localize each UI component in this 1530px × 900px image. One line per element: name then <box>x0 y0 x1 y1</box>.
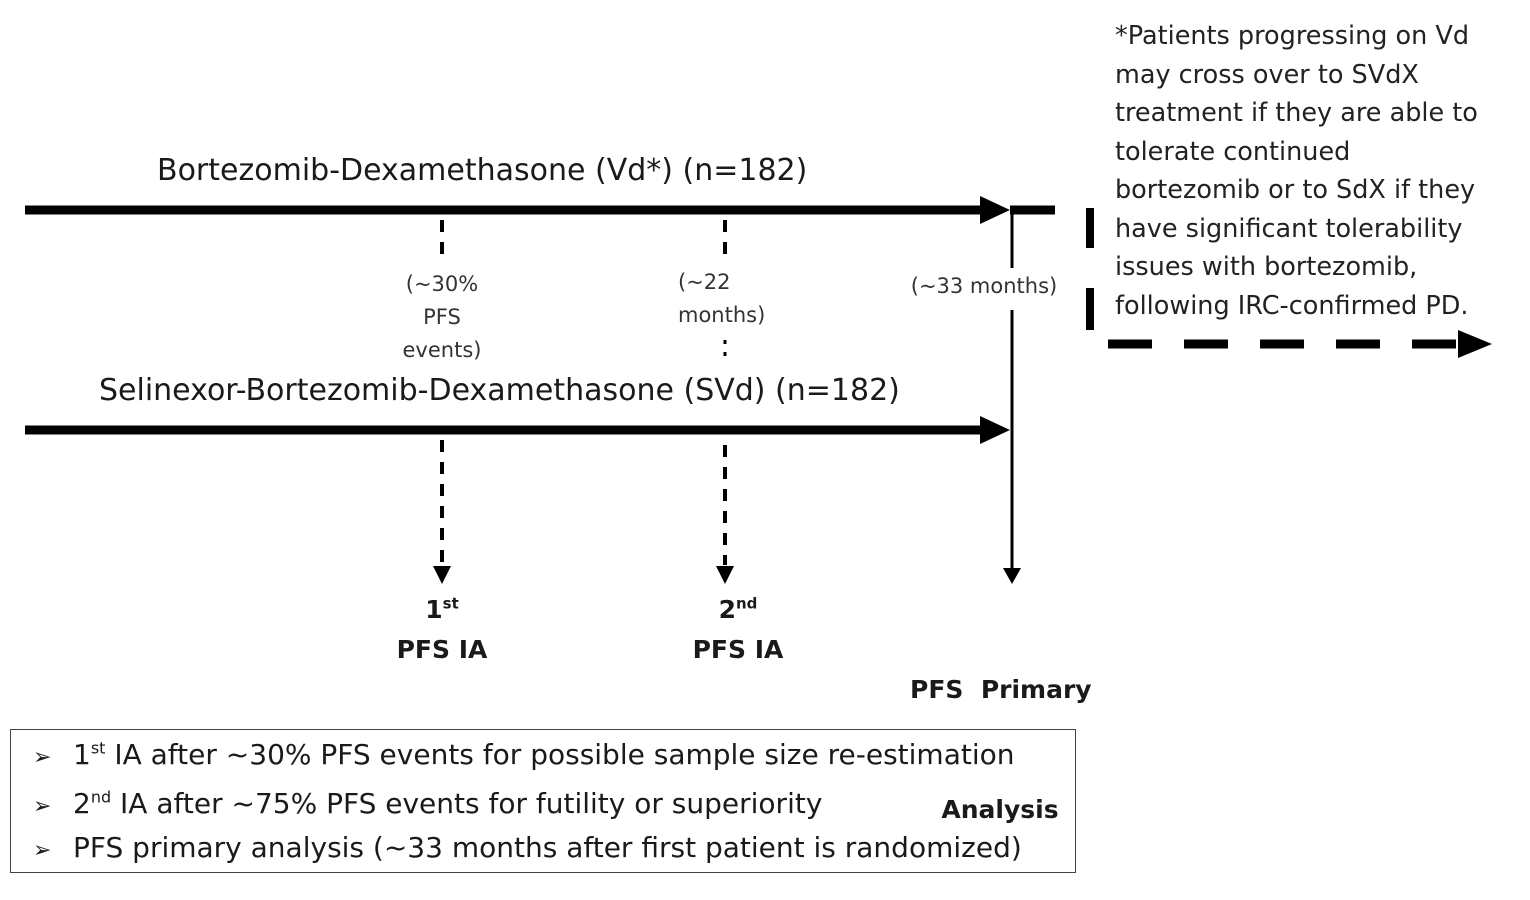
crossover-note-line: *Patients progressing on Vd <box>1115 21 1470 51</box>
arrow-bullet-icon: ➢ <box>33 838 52 863</box>
ia2-timepoint-line2: months) <box>678 303 766 327</box>
ia2-timepoint-note: (~22 months) <box>663 266 808 332</box>
primary-timepoint-note: (~33 months) <box>900 270 1068 303</box>
crossover-note-line: issues with bortezomib, <box>1115 252 1418 282</box>
summary-item-ordinal-suffix: nd <box>90 787 112 807</box>
ia1-milestone: 1st PFS IA <box>382 590 502 670</box>
arrow-bullet-icon: ➢ <box>33 794 52 819</box>
ia2-milestone-label: PFS IA <box>692 635 784 664</box>
ia1-timepoint-line2: PFS <box>423 305 461 329</box>
summary-box: ➢ 1st IA after ~30% PFS events for possib… <box>10 729 1076 873</box>
ia1-connector <box>433 220 451 584</box>
svd-arm-label: Selinexor-Bortezomib-Dexamethasone (SVd)… <box>99 373 900 408</box>
svd-arm-arrow <box>25 416 1010 444</box>
ia1-ordinal: 1 <box>425 595 443 624</box>
crossover-note-line: following IRC-confirmed PD. <box>1115 290 1469 321</box>
ia2-milestone: 2nd PFS IA <box>678 590 798 670</box>
summary-item-ordinal: 2 <box>73 787 91 820</box>
crossover-note: *Patients progressing on Vd may cross ov… <box>1115 17 1525 325</box>
summary-item-text: IA after ~30% PFS events for possible sa… <box>105 738 1015 771</box>
primary-analysis-connector <box>1003 210 1021 584</box>
primary-milestone-line2: Analysis <box>941 795 1059 824</box>
vd-arm-label: Bortezomib-Dexamethasone (Vd*) (n=182) <box>157 153 808 188</box>
primary-timepoint-line1: (~33 months) <box>910 274 1058 298</box>
crossover-note-line: may cross over to SVdX <box>1115 59 1419 90</box>
ia1-timepoint-line1: (~30% <box>405 272 479 296</box>
crossover-arrow <box>1108 330 1492 358</box>
ia2-connector <box>716 220 734 584</box>
ia1-milestone-label: PFS IA <box>396 635 488 664</box>
vd-arm-arrow <box>25 196 1055 224</box>
ia1-timepoint-note: (~30% PFS events) <box>382 268 502 367</box>
summary-item-primary: ➢ PFS primary analysis (~33 months after … <box>33 831 1022 864</box>
crossover-note-line: treatment if they are able to <box>1115 98 1478 128</box>
summary-item-ia2: ➢ 2nd IA after ~75% PFS events for futili… <box>33 787 822 820</box>
ia2-ordinal: 2 <box>718 595 736 624</box>
arrow-bullet-icon: ➢ <box>33 745 52 770</box>
primary-milestone-line1: PFS Primary <box>910 675 1092 704</box>
summary-item-ordinal: 1 <box>73 738 91 771</box>
summary-item-ia1: ➢ 1st IA after ~30% PFS events for possib… <box>33 738 1015 771</box>
crossover-note-line: bortezomib or to SdX if they <box>1115 175 1476 205</box>
ia2-ordinal-suffix: nd <box>735 594 758 613</box>
ia1-ordinal-suffix: st <box>442 594 459 613</box>
summary-item-text: IA after ~75% PFS events for futility or… <box>111 787 823 820</box>
crossover-note-line: have significant tolerability <box>1115 213 1463 244</box>
ia2-timepoint-line1: (~22 <box>678 270 731 294</box>
summary-item-text: PFS primary analysis (~33 months after f… <box>73 831 1022 864</box>
primary-analysis-milestone: PFS Primary Analysis <box>910 590 1092 870</box>
crossover-note-line: tolerate continued <box>1115 136 1351 167</box>
ia1-timepoint-line3: events) <box>402 338 482 362</box>
summary-item-ordinal-suffix: st <box>90 738 106 758</box>
